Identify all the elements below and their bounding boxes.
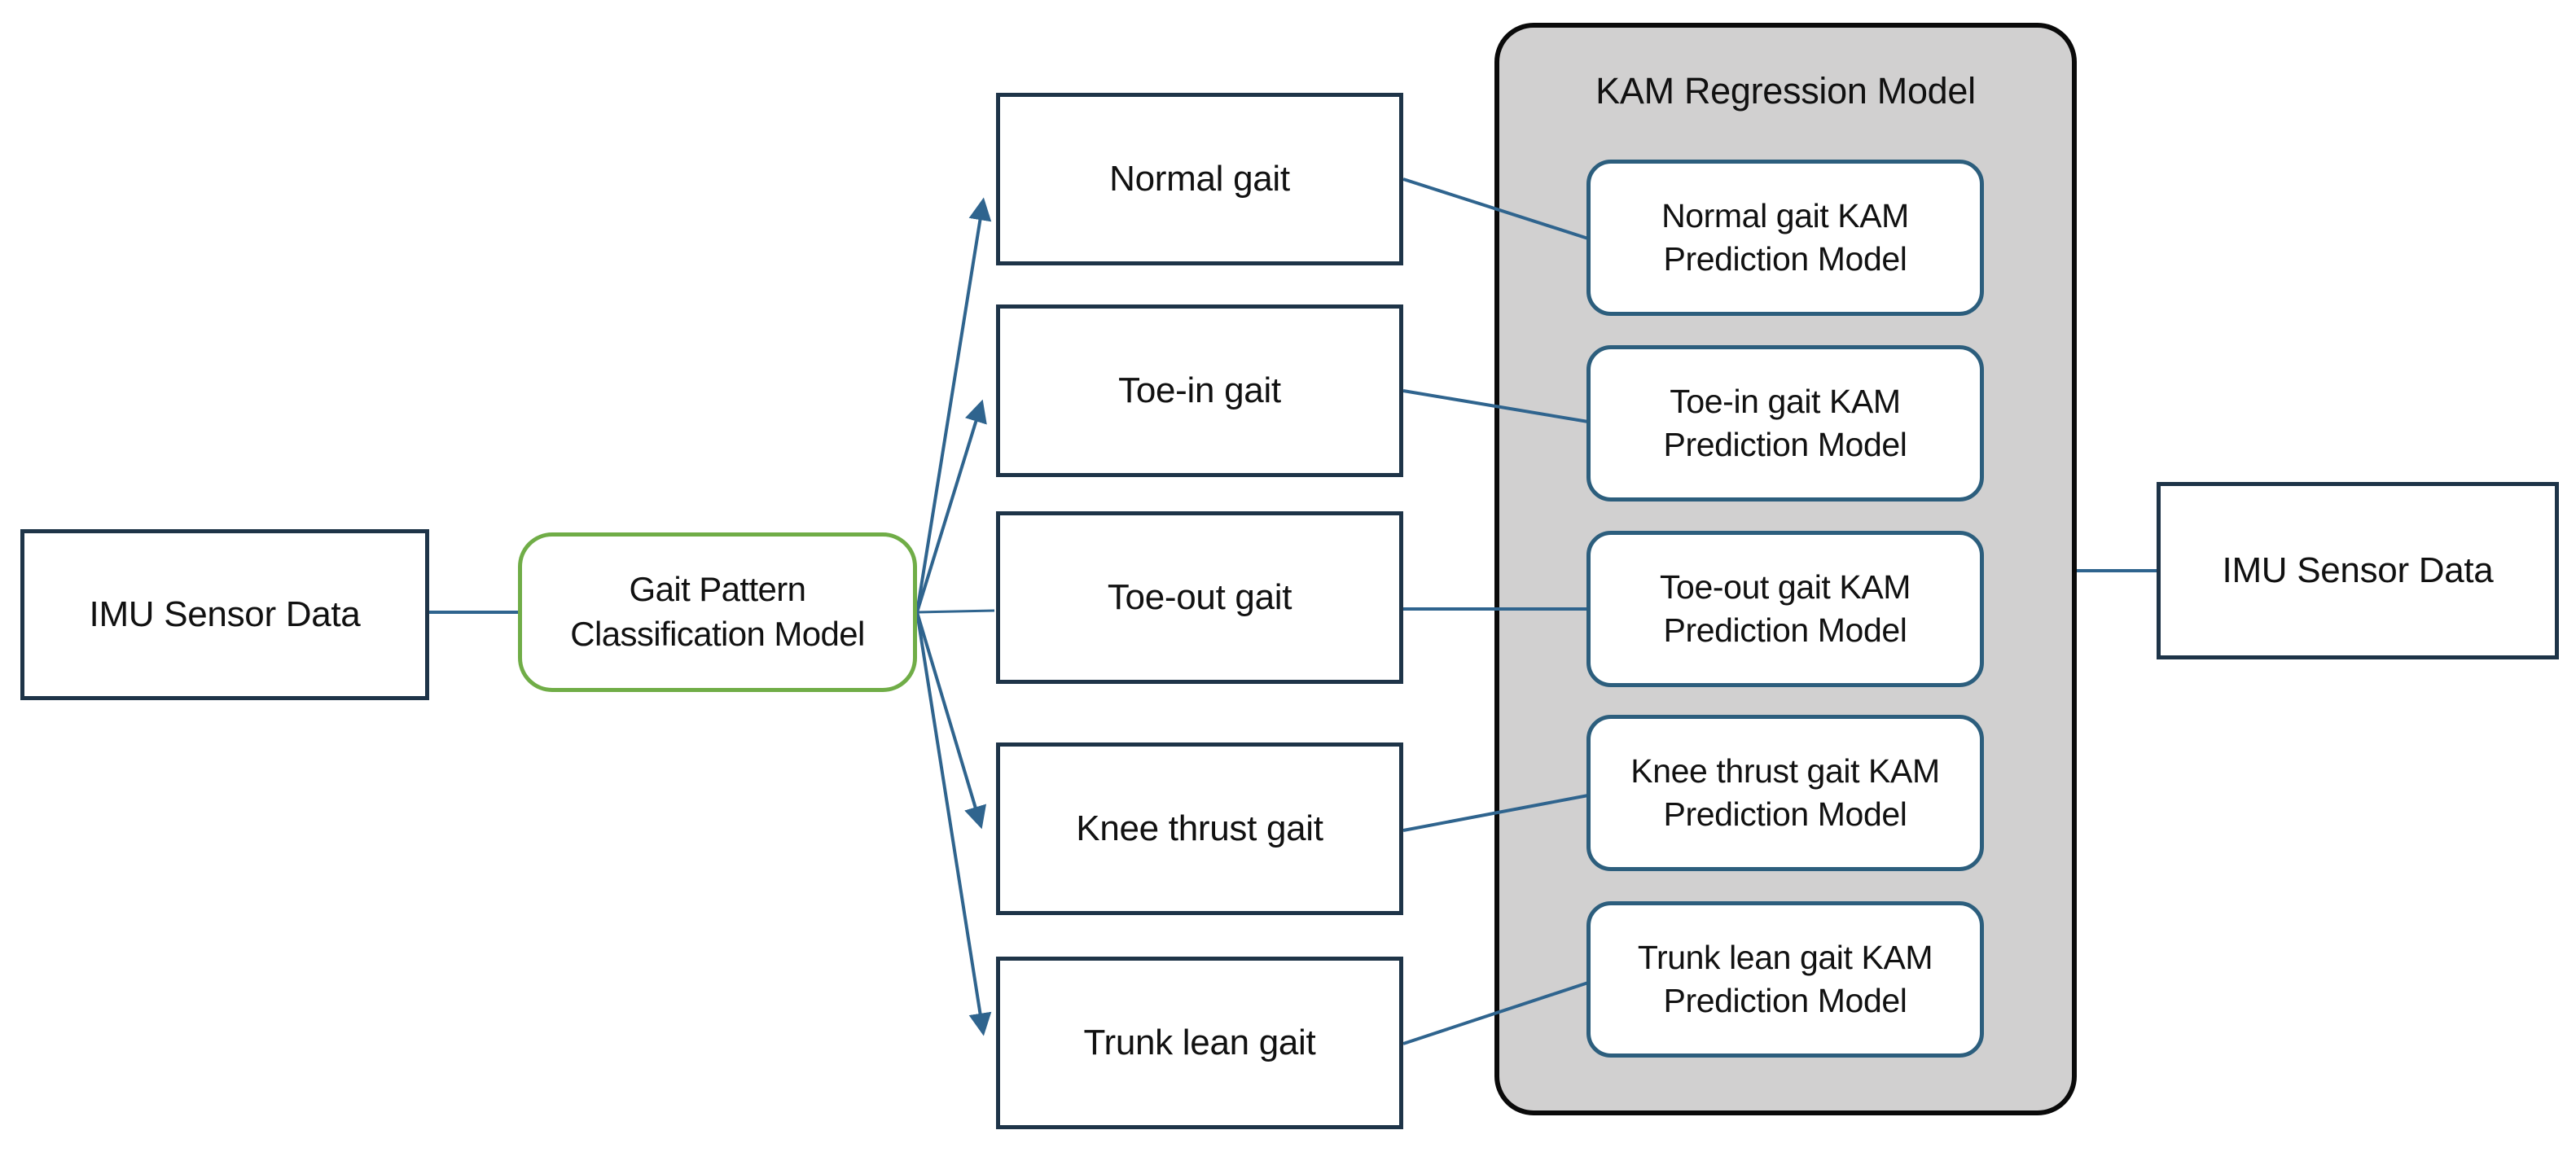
imu-sensor-data-input-box: IMU Sensor Data	[20, 529, 429, 700]
connector-toe-in-gait-to-model	[1402, 389, 1589, 423]
knee-thrust-gait-kam-prediction-model-box: Knee thrust gait KAM Prediction Model	[1586, 715, 1984, 871]
connector-classifier-to-normal-gait	[915, 197, 992, 613]
connector-classifier-to-toe-in-gait	[915, 399, 987, 613]
connector-classifier-to-knee-thrust-gait	[915, 611, 986, 830]
toe-out-gait-kam-prediction-model-box: Toe-out gait KAM Prediction Model	[1586, 531, 1984, 687]
toe-in-gait-box: Toe-in gait	[996, 304, 1403, 477]
trunk-lean-gait-box: Trunk lean gait	[996, 957, 1403, 1129]
normal-gait-kam-prediction-model-box: Normal gait KAM Prediction Model	[1586, 160, 1984, 316]
toe-out-gait-box: Toe-out gait	[996, 511, 1403, 684]
toe-in-gait-kam-prediction-model-box: Toe-in gait KAM Prediction Model	[1586, 345, 1984, 502]
connector-knee-thrust-gait-to-model	[1402, 794, 1589, 832]
kam-regression-title: KAM Regression Model	[1595, 70, 1976, 112]
normal-gait-box: Normal gait	[996, 93, 1403, 265]
knee-thrust-gait-box: Knee thrust gait	[996, 742, 1403, 915]
trunk-lean-gait-kam-prediction-model-box: Trunk lean gait KAM Prediction Model	[1586, 901, 1984, 1058]
connector-trunk-lean-gait-to-model	[1402, 981, 1589, 1045]
connector-normal-gait-to-model	[1402, 177, 1589, 240]
imu-sensor-data-output-box: IMU Sensor Data	[2157, 482, 2559, 659]
connector-classifier-to-toe-out-gait	[916, 609, 995, 614]
connector-classifier-to-trunk-lean-gait	[915, 611, 992, 1036]
gait-pattern-classification-model-box: Gait Pattern Classification Model	[518, 532, 917, 692]
